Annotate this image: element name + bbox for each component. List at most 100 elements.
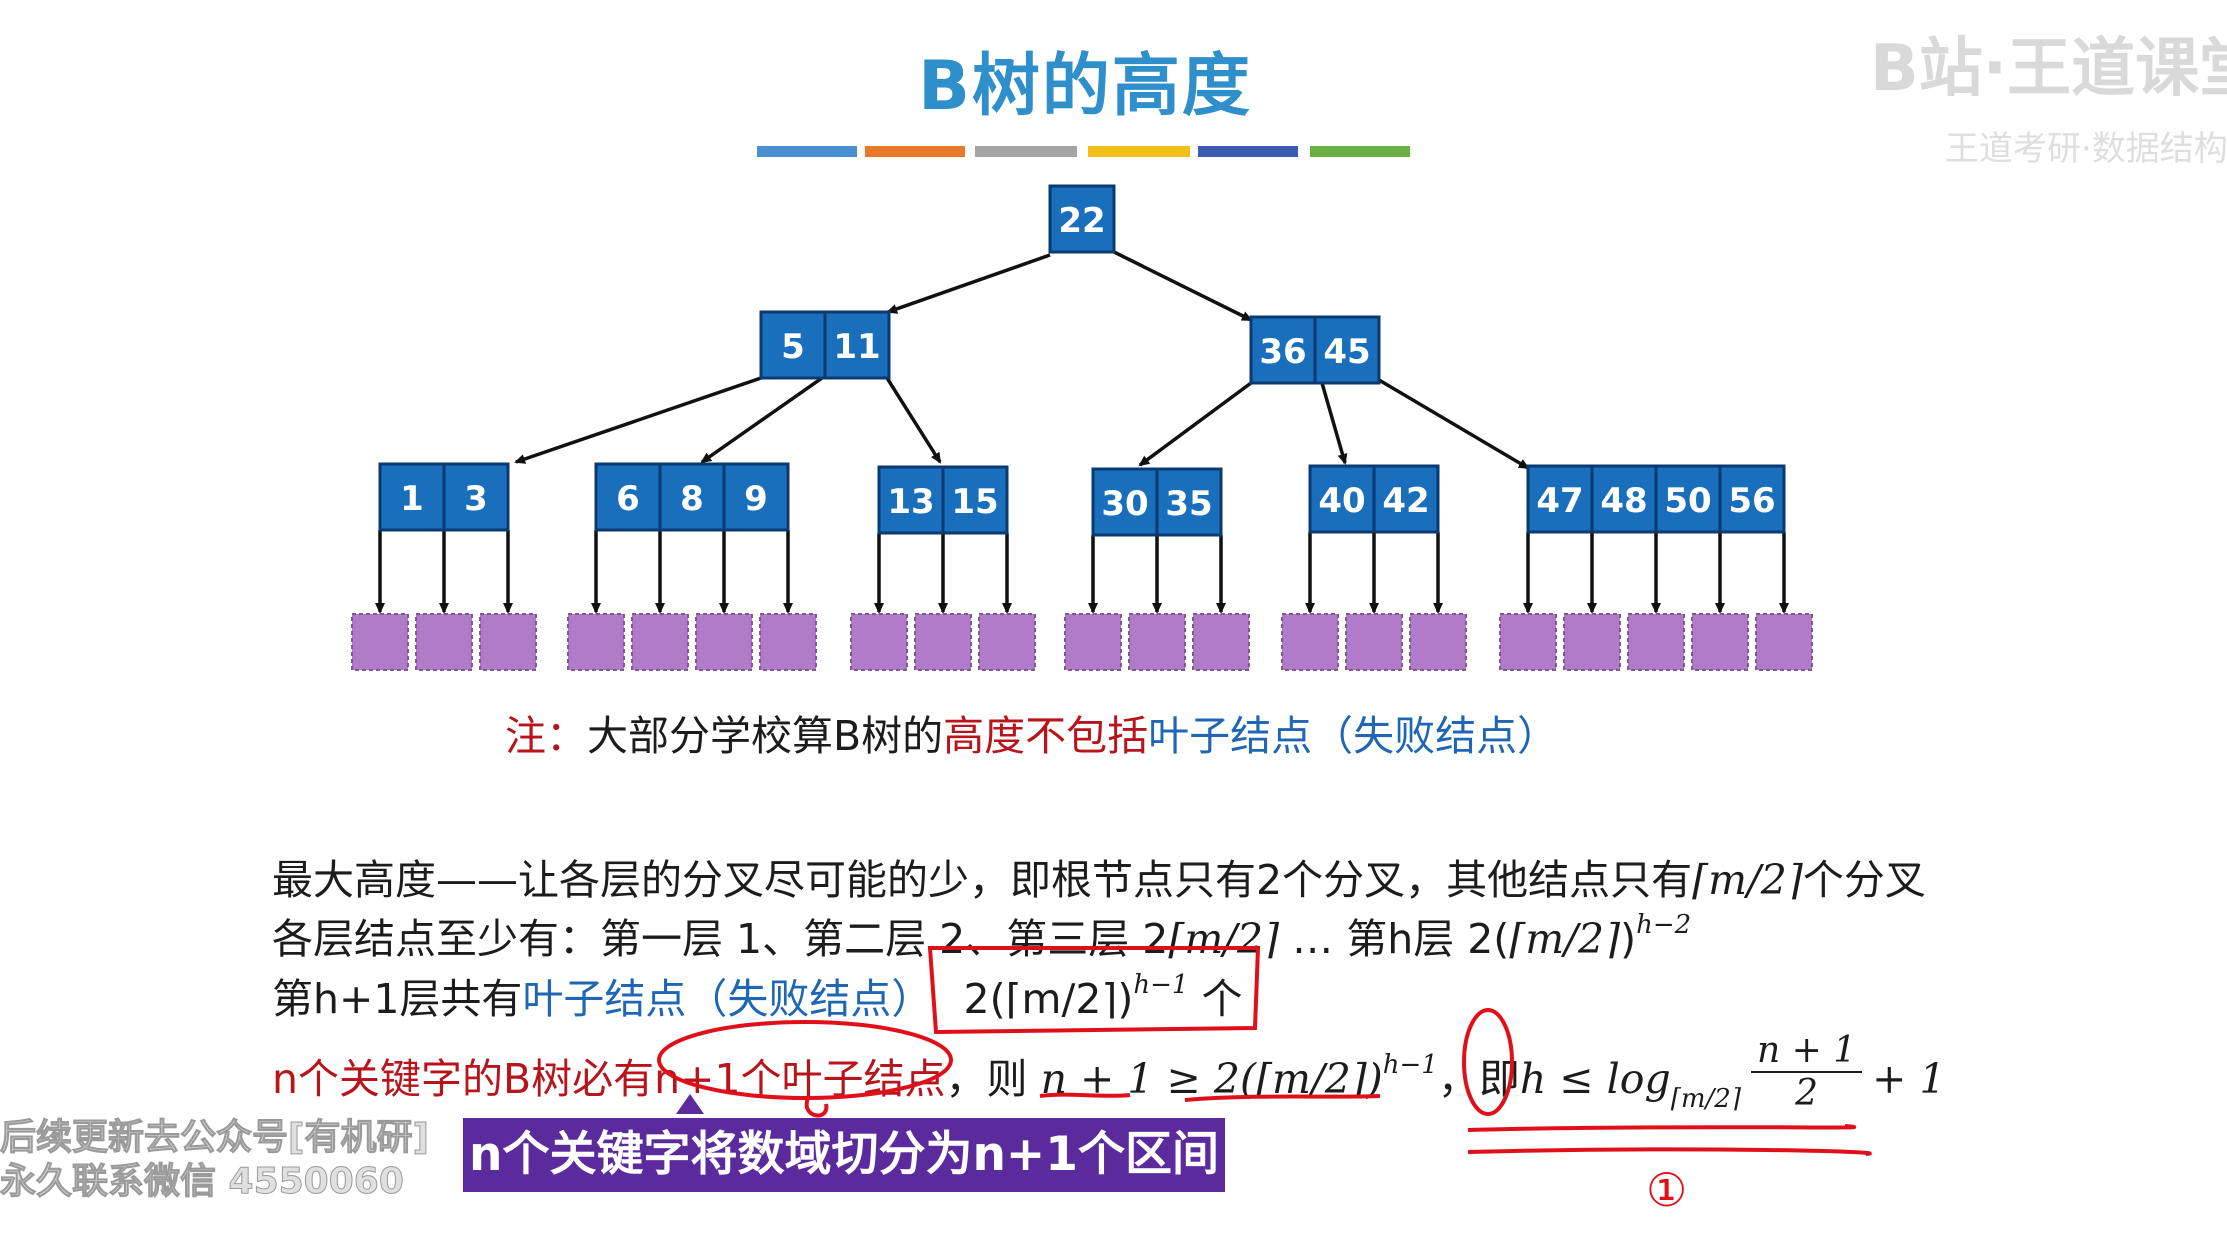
node-key-box (1048, 184, 1116, 254)
node-key: 11 (833, 327, 880, 367)
failure-leaf-node (759, 613, 817, 671)
line1-end: 个分叉 (1802, 856, 1926, 904)
failure-leaf-node (695, 613, 753, 671)
line3-text: 第h+1层共有 (272, 975, 523, 1023)
node-key: 36 (1259, 332, 1306, 372)
color-bar (757, 146, 1410, 157)
node-key: 30 (1101, 484, 1148, 524)
failure-leaf-node (1345, 613, 1403, 671)
node-key: 3 (464, 479, 488, 519)
node-key-box (1654, 464, 1722, 534)
fraction-denominator: 2 (1795, 1073, 1818, 1114)
node-key-box (442, 462, 510, 532)
node-key: 13 (887, 482, 934, 522)
line4-log: ≤ log (1546, 1055, 1671, 1103)
line2-mid: … 第h层 2( (1279, 915, 1510, 963)
tree-edge (886, 253, 1051, 314)
slide-title: B树的高度 (918, 47, 1252, 126)
node-key-box (594, 462, 662, 532)
subtitle-caption: n个关键字将数域切分为n+1个区间 (463, 1118, 1225, 1192)
failure-leaf-node (978, 613, 1036, 671)
tree-edge (885, 377, 942, 464)
color-bar-segment (1088, 146, 1190, 157)
tree-edge (514, 376, 762, 464)
note-part1: 大部分学校算B树的 (587, 712, 944, 760)
color-bar-segment (1310, 146, 1410, 157)
tree-edge (1113, 250, 1253, 322)
node-key-box (1155, 467, 1223, 537)
line1-math: ⌈m/2⌉ (1692, 856, 1803, 904)
node-key: 40 (1318, 481, 1365, 521)
failure-leaf-node (1128, 613, 1186, 671)
node-key: 5 (781, 327, 805, 367)
node-key-box (941, 465, 1009, 535)
failure-leaf-node (479, 613, 537, 671)
watermark-line1: B站·王道课堂 (1870, 32, 2227, 106)
note-prefix: 注： (505, 712, 587, 760)
node-key: 48 (1600, 481, 1647, 521)
color-bar-segment (757, 146, 857, 157)
line3-sup: h−1 (1133, 970, 1189, 1000)
color-bar-segment (865, 146, 965, 157)
note-part2: 高度不包括 (943, 712, 1149, 760)
ad-line2: 永久联系微信 4550060 (0, 1161, 404, 1203)
tree-edge (700, 376, 824, 464)
color-bar-segment (975, 146, 1077, 157)
node-key: 45 (1323, 332, 1370, 372)
watermark-logo: B站·王道课堂 王道考研·数据结构 (1870, 32, 2227, 169)
annotation-mark: ① (1646, 1163, 1687, 1217)
node-key: 22 (1058, 201, 1105, 241)
line2-close: ) (1620, 915, 1637, 963)
node-key-box (1718, 464, 1786, 534)
tree-edges (375, 250, 1789, 614)
failure-leaf-node (1499, 613, 1557, 671)
failure-leaf-node (1409, 613, 1467, 671)
line4-log-base: ⌈m/2⌉ (1670, 1084, 1741, 1114)
failure-leaf-node (1563, 613, 1621, 671)
node-30-35: 30 35 (1091, 467, 1223, 537)
node-5-11: 5 11 (759, 310, 891, 380)
line3-leaf: 叶子结点（失败结点） (522, 975, 933, 1023)
failure-leaf-node (567, 613, 625, 671)
root-node: 22 (1048, 184, 1116, 254)
tree-edge (1320, 382, 1348, 465)
line4-sup: h−1 (1382, 1050, 1438, 1080)
node-key-box (759, 310, 827, 380)
line4-then: ，则 (945, 1055, 1041, 1103)
node-key-box (1372, 464, 1440, 534)
node-key: 6 (616, 479, 640, 519)
note-text: 注：大部分学校算B树的高度不包括叶子结点（失败结点） (505, 702, 1558, 762)
node-key: 35 (1165, 484, 1212, 524)
fraction-numerator: n + 1 (1750, 1030, 1863, 1073)
node-key: 1 (400, 479, 424, 519)
failure-leaf-node (1192, 613, 1250, 671)
node-key-box (1313, 315, 1381, 385)
line2-text: 各层结点至少有：第一层 1、第二层 2、第三层 2 (272, 915, 1169, 963)
node-key: 47 (1536, 481, 1583, 521)
line4-plus-one: + 1 (1872, 1055, 1946, 1103)
line-inequality: n个关键字的B树必有n+1个叶子结点，则 n + 1 ≥ 2(⌈m/2⌉)h−1… (272, 1030, 1946, 1124)
failure-leaf-node (914, 613, 972, 671)
line3-formula: 2(⌈m/2⌉) (963, 975, 1134, 1023)
annotation-underline-2 (1467, 1147, 1872, 1156)
line4-math: n + 1 ≥ 2(⌈m/2⌉) (1040, 1055, 1383, 1103)
node-key-box (823, 310, 891, 380)
line4-red: n个关键字的B树必有n+1个叶子结点 (272, 1055, 946, 1103)
failure-leaf-node (1627, 613, 1685, 671)
node-key: 9 (744, 479, 768, 519)
node-13-15: 13 15 (877, 465, 1009, 535)
note-part3: 叶子结点（失败结点） (1148, 712, 1559, 760)
node-key-box (1526, 464, 1594, 534)
failure-leaf-node (351, 613, 409, 671)
failure-leaf-node (415, 613, 473, 671)
line-leaf-count: 第h+1层共有叶子结点（失败结点） 2(⌈m/2⌉)h−1 个 (272, 965, 1243, 1025)
line3-end: 个 (1188, 975, 1243, 1023)
node-key: 15 (951, 482, 998, 522)
node-key-box (1590, 464, 1658, 534)
